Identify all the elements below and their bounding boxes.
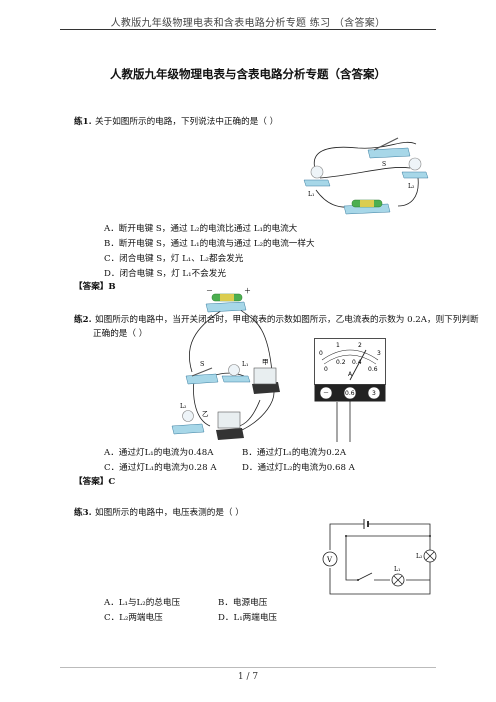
q3-option-b: B．电源电压 <box>218 598 268 608</box>
document-title: 人教版九年级物理电表与含表电路分析专题（含答案） <box>110 67 386 81</box>
q1-option-c: C．闭合电键 S，灯 L₁、L₂都会发光 <box>104 254 244 264</box>
q1-stem: 关于如图所示的电路，下列说法中正确的是（ ） <box>95 117 279 127</box>
q2-meter-tick-3: 3 <box>377 350 381 357</box>
q3-circuit-figure: V L₂ L₁ <box>322 519 437 595</box>
page-header: 人教版九年级物理电表和含表电路分析专题 练习 （含答案） <box>110 18 386 29</box>
q3-number: 练3. <box>74 508 92 518</box>
q2-fig-l2-label: L₂ <box>180 403 187 410</box>
q1-number: 练1. <box>74 117 92 127</box>
q1-fig-s-label: S <box>382 161 386 168</box>
q2-meter-tick-0: 0 <box>319 350 323 357</box>
q2-fig-s-label: S <box>200 360 204 368</box>
q2-option-c: C．通过灯L₁的电流为0.28 A <box>104 463 217 473</box>
q1-answer: 【答案】B <box>74 282 116 292</box>
q2-meter-tick-2: 2 <box>358 342 362 349</box>
q2-circuit-figure: － ＋ S L₁ 甲 L₂ 乙 <box>171 287 280 440</box>
q2-fig-jia-label: 甲 <box>262 358 269 366</box>
q1-option-d: D．闭合电键 S，灯 L₁不会发光 <box>104 269 226 279</box>
q1-fig-l1-label: L₁ <box>308 191 314 198</box>
q2-fig-yi-label: 乙 <box>202 410 209 418</box>
q2-fig-minus: － <box>206 287 213 295</box>
q2-answer: 【答案】C <box>74 477 116 487</box>
q2-option-b: B．通过灯L₁的电流为0.2A <box>242 448 347 458</box>
q2-meter-term-3: 3 <box>372 390 376 397</box>
q2-stem-line2: 正确的是（ ） <box>93 329 148 339</box>
q3-option-d: D．L₁两端电压 <box>218 613 278 623</box>
q2-meter-term-minus: － <box>323 390 329 397</box>
q2-meter-unit: A <box>348 371 353 378</box>
header-divider <box>60 29 436 30</box>
q3-stem: 如图所示的电路中，电压表测的是（ ） <box>95 508 244 518</box>
q2-number: 练2. <box>74 315 92 325</box>
q2-fig-l1-label: L₁ <box>242 361 248 368</box>
page-number: 1 / 7 <box>237 672 259 682</box>
q2-stem-line1: 如图所示的电路中，当开关闭合时，甲电流表的示数如图所示，乙电流表的示数为 0.2… <box>95 315 479 325</box>
q2-meter-small-0: 0 <box>324 366 328 373</box>
q2-meter-small-06: 0.6 <box>368 366 378 373</box>
q2-meter-term-06: 0.6 <box>345 390 355 397</box>
q3-fig-l1-label: L₁ <box>394 566 400 573</box>
q2-meter-small-04: 0.4 <box>352 359 362 366</box>
q1-circuit-figure: S L₁ L₂ <box>303 137 429 215</box>
q1-fig-l2-label: L₂ <box>408 183 415 190</box>
q2-meter-small-02: 0.2 <box>336 359 346 366</box>
q2-option-d: D．通过灯L₂的电流为0.68 A <box>242 463 355 473</box>
q2-ammeter-dial: 0 1 2 3 0 0.2 0.4 0.6 A － 0.6 3 <box>314 338 386 442</box>
footer-divider <box>60 667 436 668</box>
q2-fig-plus: ＋ <box>244 287 251 295</box>
q3-fig-l2-label: L₂ <box>416 553 423 560</box>
q2-meter-tick-1: 1 <box>336 342 340 349</box>
q2-option-a: A．通过灯L₁的电流为0.48A <box>104 448 214 458</box>
q1-option-b: B．断开电键 S，通过 L₁的电流与通过 L₂的电流一样大 <box>104 239 315 249</box>
q3-option-c: C．L₂两端电压 <box>104 613 163 623</box>
q3-fig-v-label: V <box>326 556 333 564</box>
q1-option-a: A．断开电键 S，通过 L₂的电流比通过 L₁的电流大 <box>104 224 298 234</box>
q3-option-a: A．L₁与L₂的总电压 <box>104 598 181 608</box>
